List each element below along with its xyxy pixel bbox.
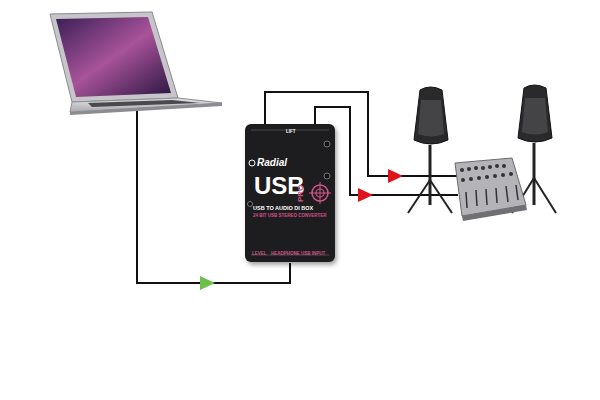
red-arrowhead — [358, 188, 373, 202]
brand-name: Radial — [257, 158, 287, 168]
laptop — [50, 12, 222, 115]
green-arrowhead — [200, 276, 215, 290]
product-suffix: PRO — [297, 185, 305, 202]
jack-label: HEADPHONE — [271, 252, 300, 257]
red-arrowhead — [388, 169, 403, 183]
product-description: USB TO AUDIO DI BOX — [253, 206, 313, 212]
speaker — [408, 87, 452, 213]
control-label: LEVEL — [252, 252, 267, 257]
cables — [137, 92, 458, 283]
di-box: RadialUSBPROUSB TO AUDIO DI BOX24 BIT US… — [245, 124, 335, 262]
jack-label: USB INPUT — [301, 252, 325, 257]
switch-label: LIFT — [286, 130, 296, 135]
mixer — [455, 158, 527, 221]
product-spec: 24 BIT USB STEREO CONVERTER — [253, 214, 327, 219]
